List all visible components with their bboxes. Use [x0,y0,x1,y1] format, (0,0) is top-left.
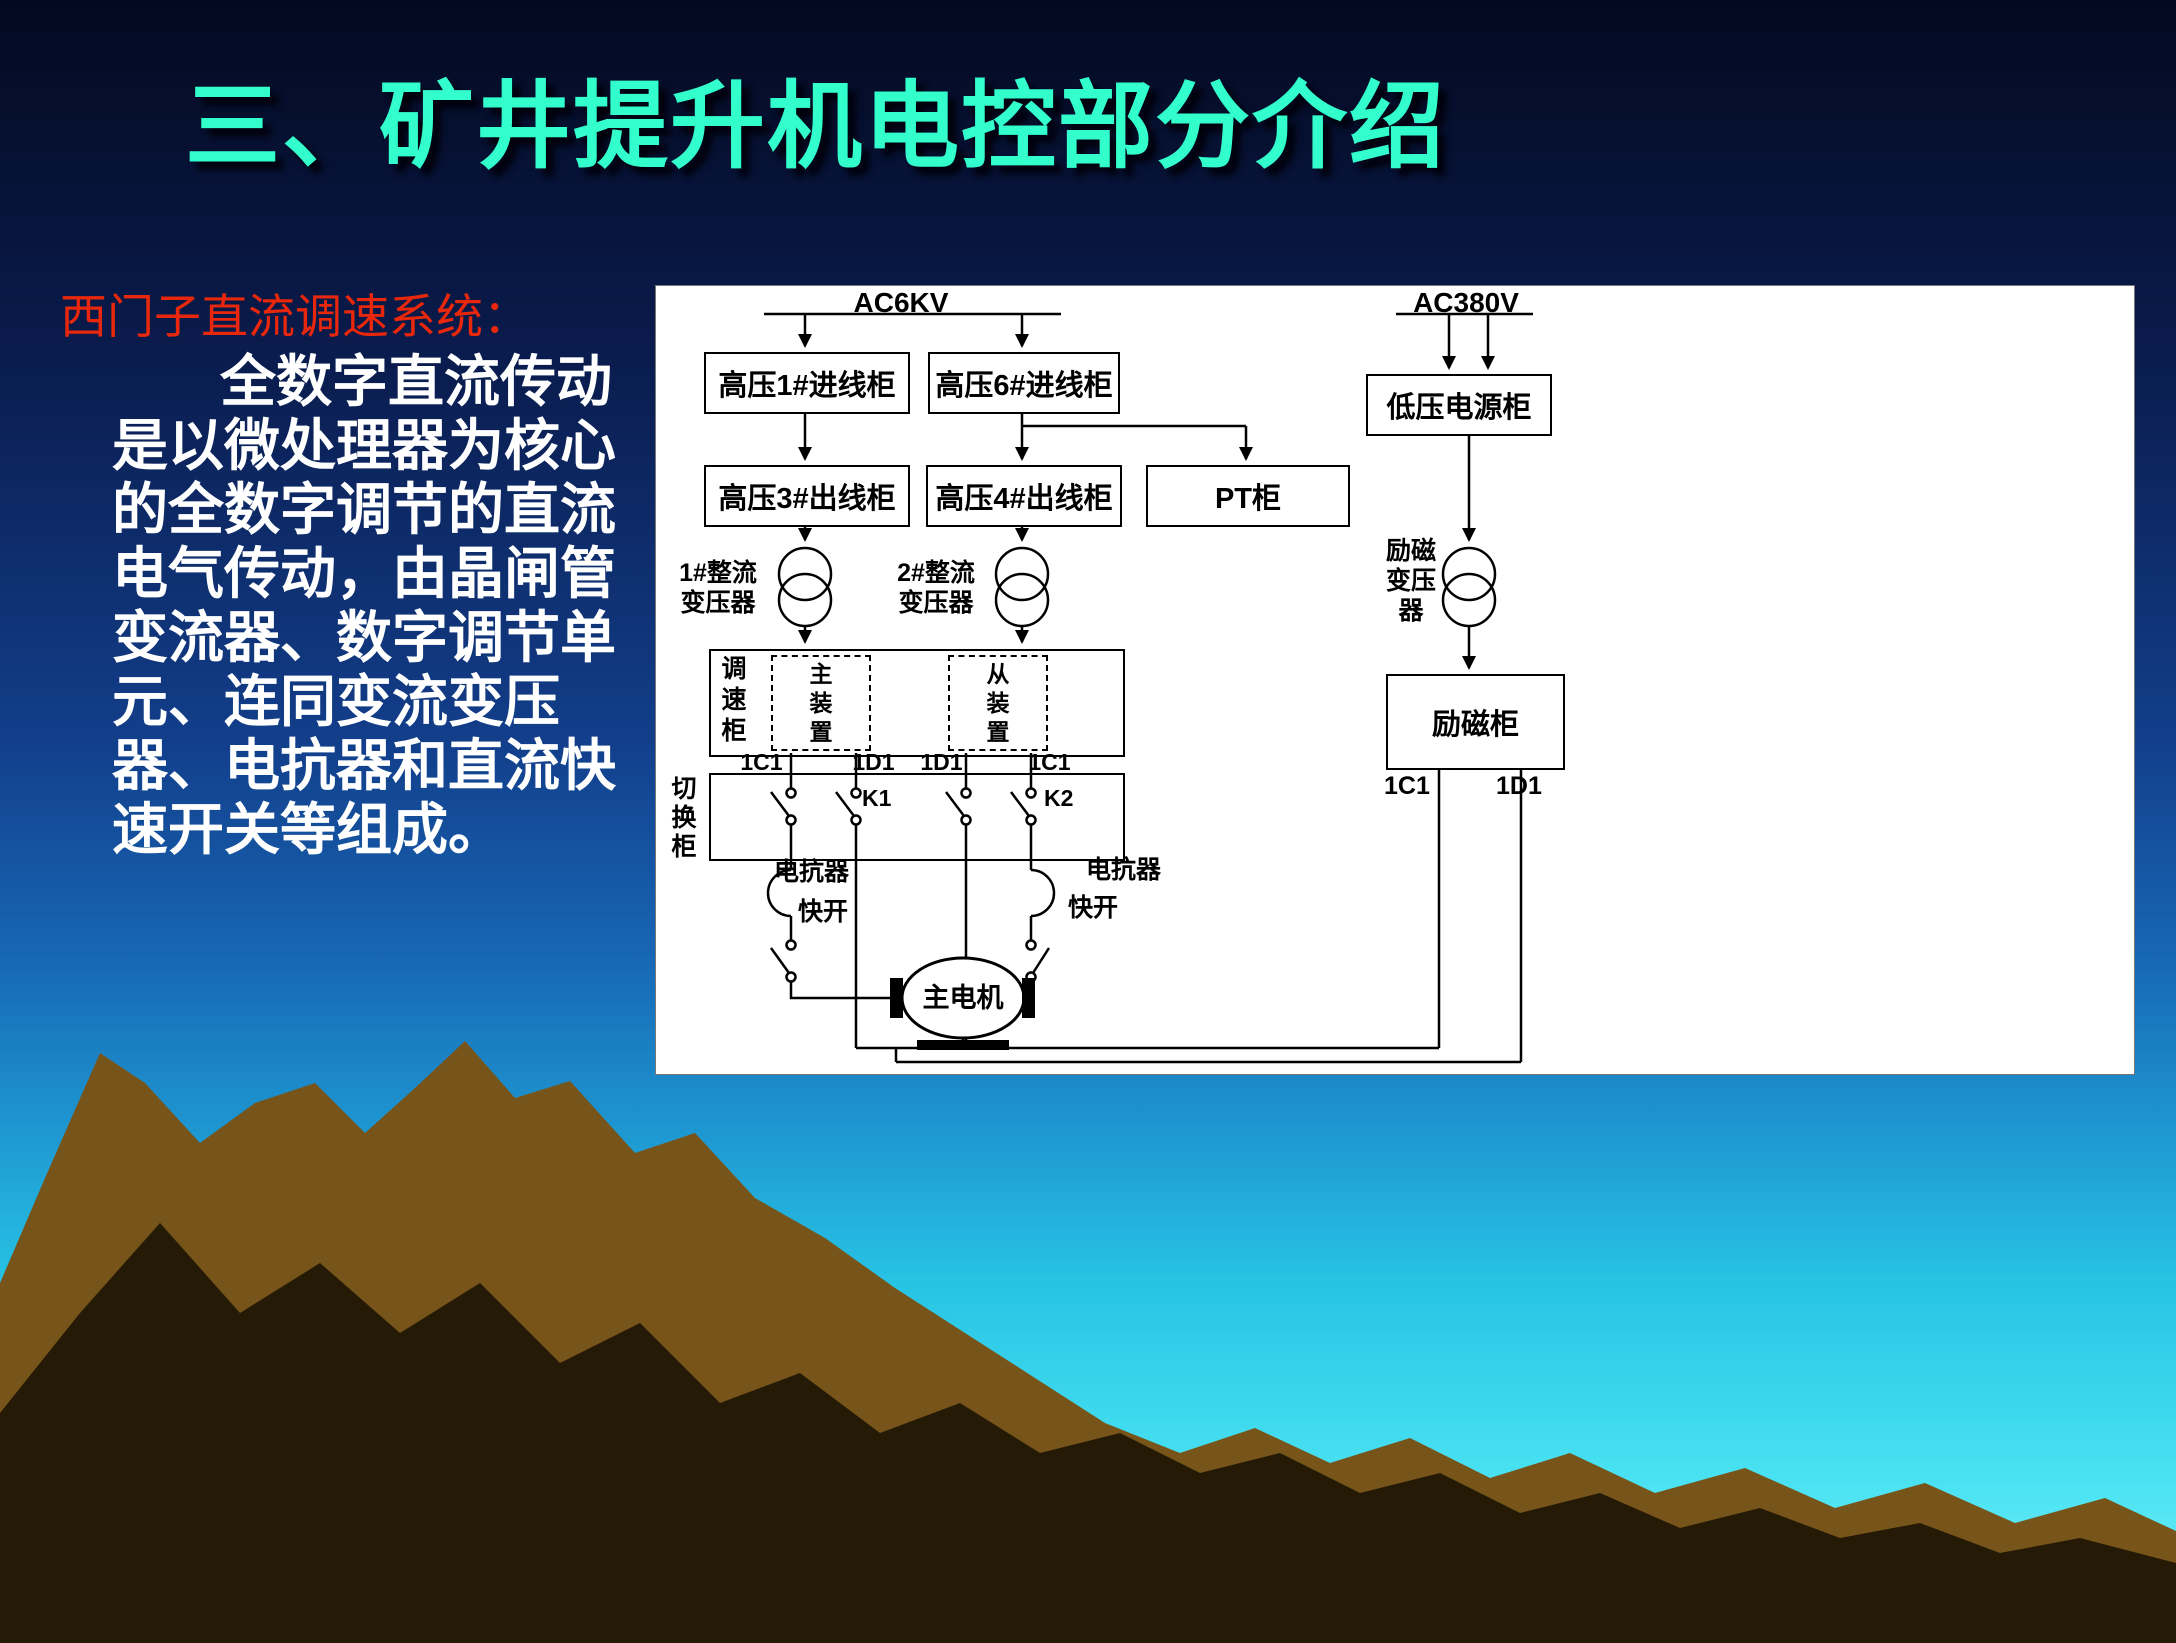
k2-switch-label: K2 [1044,785,1074,811]
main-motor-label: 主电机 [922,983,1004,1013]
k1-switch-label: K1 [862,785,892,811]
lead-1d1-left-label: 1D1 [852,749,895,775]
reactor-right-label: 电抗器 [1086,856,1162,884]
lead-1d1-right-label: 1D1 [920,749,963,775]
excitation-1d1-label: 1D1 [1496,772,1542,800]
ac6kv-label: AC6KV [853,287,949,318]
fast-switch-left-label: 快开 [798,898,849,926]
description-paragraph: 全数字直流传动是以微处理器为核心的全数字调节的直流电气传动，由晶闸管变流器、数字… [112,350,616,861]
diagram-panel: AC6KV AC380V 高压1#进线柜 高压6#进线柜 低压电源柜 高压3#出… [655,285,2135,1075]
switching-cabinet-label: 切 换 柜 [671,775,697,861]
fast-switch-right-label: 快开 [1068,894,1119,922]
rectifier-transformer-2-label: 2#整流 变压器 [897,559,975,617]
switching-cabinet-box [709,773,1125,861]
transformer-symbols [777,546,1497,628]
rectifier-transformer-1-icon [777,546,833,602]
motor-right-terminal [1022,978,1035,1018]
hv6-incoming-box: 高压6#进线柜 [928,352,1120,414]
switch-symbols [769,773,1051,983]
excitation-cabinet-box: 励磁柜 [1386,674,1565,770]
ac380v-label: AC380V [1413,287,1519,318]
mountain-range-dark [0,1223,2176,1643]
hv1-incoming-box: 高压1#进线柜 [704,352,910,414]
excitation-transformer-icon [1441,546,1497,602]
reactor-left-label: 电抗器 [774,858,850,886]
slave-device-box: 从 装 置 [948,655,1048,751]
rectifier-transformer-1-label: 1#整流 变压器 [679,559,757,617]
master-device-box: 主 装 置 [771,655,871,751]
pt-cabinet-box: PT柜 [1146,465,1350,527]
motor-base-bar [917,1040,1009,1050]
mountain-silhouette [0,1041,2176,1643]
rectifier-transformer-2-icon [994,546,1050,602]
main-motor-symbol [890,956,1035,1050]
motor-left-terminal [890,978,903,1018]
excitation-1c1-label: 1C1 [1384,772,1430,800]
excitation-transformer-label: 励磁 变压 器 [1385,537,1436,625]
page-title: 三、矿井提升机电控部分介绍 [185,74,1447,180]
speed-cabinet-box [709,649,1125,757]
hv4-outgoing-box: 高压4#出线柜 [926,465,1122,527]
lead-1c1-left-label: 1C1 [740,749,783,775]
hv3-outgoing-box: 高压3#出线柜 [704,465,910,527]
speed-cabinet-label: 调 速 柜 [721,655,747,745]
lead-1c1-right-label: 1C1 [1028,749,1071,775]
siemens-system-heading: 西门子直流调速系统： [60,292,530,344]
lv-power-box: 低压电源柜 [1366,374,1552,436]
